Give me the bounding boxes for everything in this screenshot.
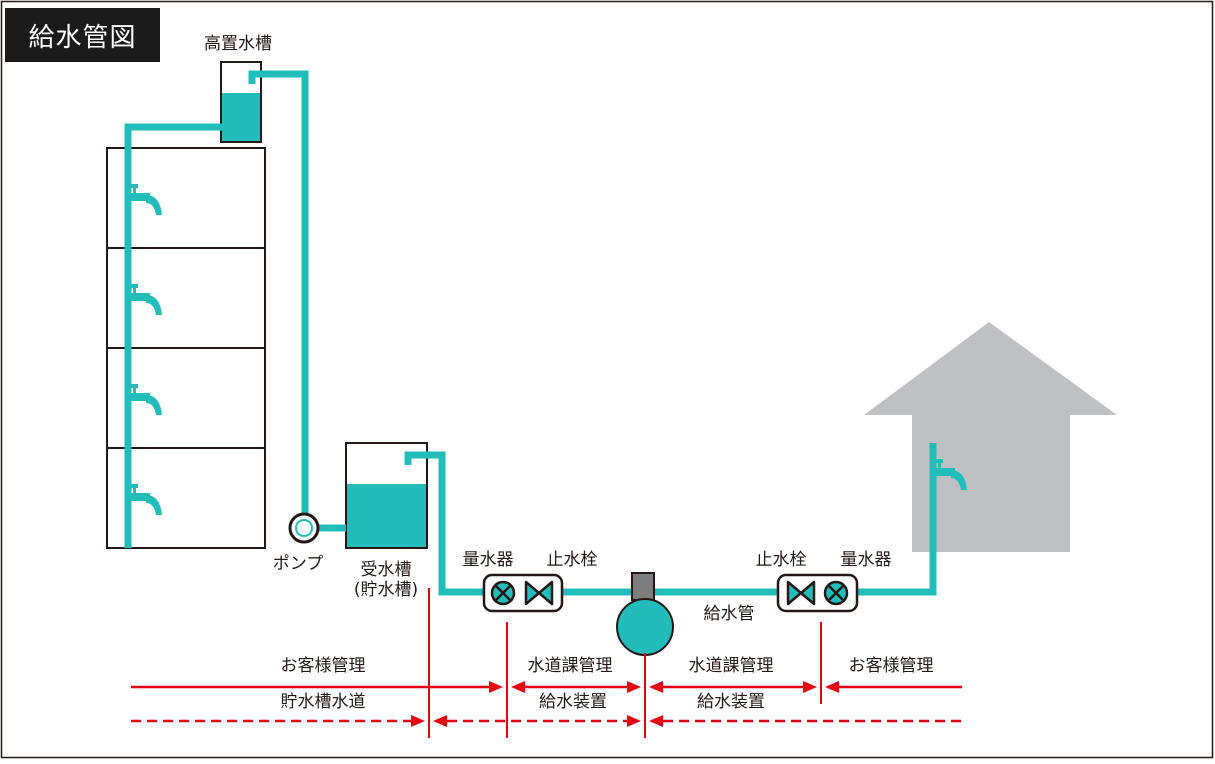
section-customer-right: お客様管理 bbox=[848, 656, 934, 676]
supply-pipes bbox=[124, 70, 937, 596]
stop-valve-icon bbox=[524, 580, 554, 606]
elevated-tank bbox=[220, 61, 262, 143]
boundary-lines bbox=[428, 588, 822, 738]
meter-right-label: 量水器 bbox=[840, 550, 892, 570]
receiving-tank-label: 受水槽 bbox=[360, 560, 412, 580]
section-dept-right: 水道課管理 bbox=[688, 656, 774, 676]
elevated-tank-label: 高置水槽 bbox=[204, 34, 272, 54]
section-customer-left: お客様管理 bbox=[280, 656, 366, 676]
section-dept-left: 水道課管理 bbox=[527, 656, 613, 676]
water-main bbox=[616, 572, 674, 656]
section-device-left: 給水装置 bbox=[539, 692, 607, 712]
device-row bbox=[131, 715, 962, 727]
stop-valve-icon bbox=[786, 580, 816, 606]
management-row bbox=[131, 681, 962, 693]
faucet-icon bbox=[130, 184, 967, 515]
meter-valve-left bbox=[482, 573, 564, 613]
meter-left-label: 量水器 bbox=[462, 550, 514, 570]
section-storage-waterworks: 貯水槽水道 bbox=[280, 692, 366, 712]
stopcock-right-label: 止水栓 bbox=[755, 550, 807, 570]
receiving-tank-label-sub: (貯水槽) bbox=[353, 580, 419, 600]
building bbox=[106, 147, 266, 549]
water-meter-icon bbox=[823, 580, 849, 606]
supply-pipe-label: 給水管 bbox=[703, 604, 755, 624]
water-meter-icon bbox=[490, 580, 516, 606]
pump-icon bbox=[288, 512, 320, 544]
receiving-tank bbox=[345, 442, 428, 549]
pump-label: ポンプ bbox=[272, 554, 324, 574]
house-icon bbox=[864, 322, 1117, 552]
meter-valve-right bbox=[776, 573, 859, 613]
diagram-title: 給水管図 bbox=[5, 8, 160, 62]
stopcock-left-label: 止水栓 bbox=[546, 550, 598, 570]
section-device-right: 給水装置 bbox=[697, 692, 765, 712]
